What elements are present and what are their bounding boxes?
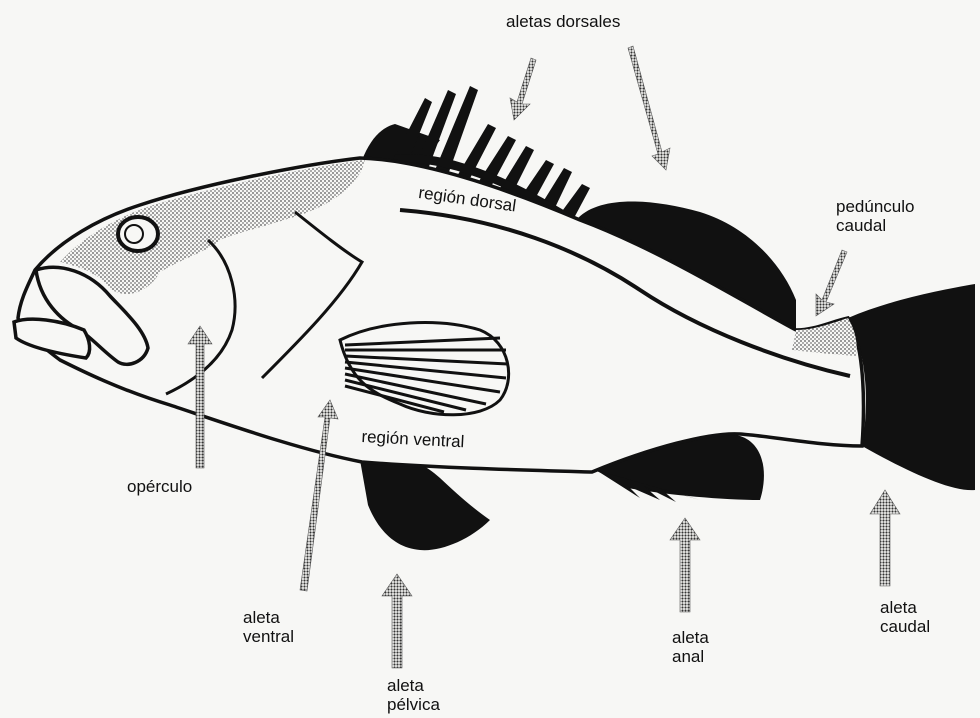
label-aleta-anal-line2: anal [672,647,709,666]
label-aleta-ventral-line1: aleta [243,608,294,627]
label-aleta-caudal-line2: caudal [880,617,930,636]
label-aleta-anal-line1: aleta [672,628,709,647]
label-pedunculo-caudal-line1: pedúnculo [836,197,914,216]
label-pedunculo-caudal-line2: caudal [836,216,914,235]
label-operculo: opérculo [127,477,192,496]
label-aleta-caudal-line1: aleta [880,598,930,617]
label-aleta-anal: aleta anal [672,628,709,666]
label-aleta-caudal: aleta caudal [880,598,930,636]
label-pedunculo-caudal: pedúnculo caudal [836,197,914,235]
label-aleta-pelvica: aleta pélvica [387,676,440,714]
caudal-fin-shape [848,284,975,490]
label-aleta-pelvica-line1: aleta [387,676,440,695]
label-aleta-pelvica-line2: pélvica [387,695,440,714]
label-aleta-ventral-line2: ventral [243,627,294,646]
label-aletas-dorsales: aletas dorsales [506,12,620,31]
label-aleta-ventral: aleta ventral [243,608,294,646]
pupil [125,225,143,243]
